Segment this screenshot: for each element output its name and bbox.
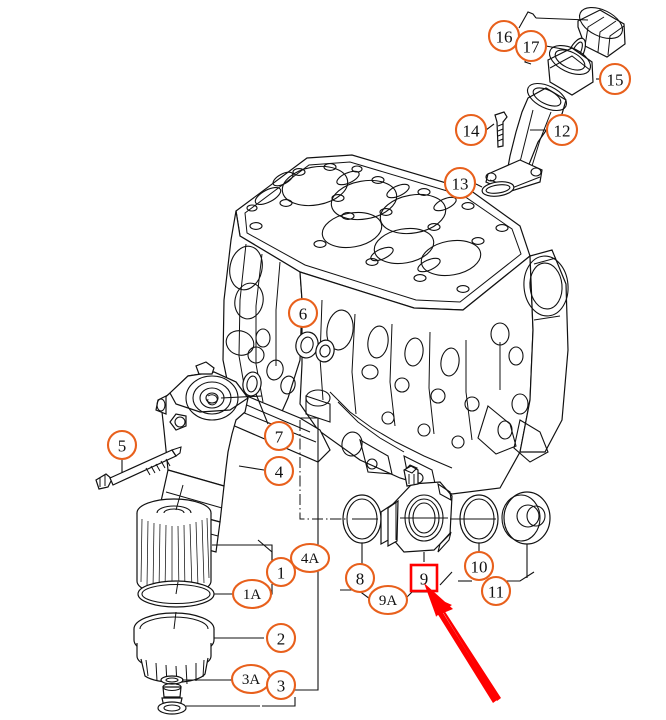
callout-4[interactable]: 4 (263, 455, 295, 487)
part-8-o-ring (342, 494, 382, 565)
callout-6[interactable]: 6 (287, 297, 319, 329)
part-2-filter-cover-cap (133, 611, 264, 686)
highlight-arrow (424, 583, 501, 703)
part-5-long-bolt (95, 446, 182, 490)
part-1A-sealing-ring (137, 580, 232, 608)
callout-3A[interactable]: 3A (230, 663, 272, 695)
callout-11[interactable]: 11 (480, 575, 512, 607)
callout-4A[interactable]: 4A (289, 542, 331, 574)
part-10-o-ring (459, 494, 499, 553)
callout-8[interactable]: 8 (344, 562, 376, 594)
part-11-cover-cap (501, 491, 551, 578)
callout-1[interactable]: 1 (265, 556, 297, 588)
callout-10[interactable]: 10 (463, 550, 495, 582)
callout-2[interactable]: 2 (265, 622, 297, 654)
callout-9A[interactable]: 9A (367, 584, 409, 616)
callout-17[interactable]: 17 (514, 29, 548, 63)
engine-cylinder-block (207, 154, 569, 495)
callout-12[interactable]: 12 (545, 113, 579, 147)
callout-14[interactable]: 14 (454, 113, 488, 147)
part-9-oil-cooler-housing (380, 464, 453, 562)
part-3A-drain-plug-seal (160, 675, 230, 685)
oil-filler-pipe-assembly (475, 7, 626, 197)
assembly-centerlines (299, 420, 496, 520)
callout-3[interactable]: 3 (265, 669, 297, 701)
callout-1A[interactable]: 1A (231, 578, 273, 610)
callout-7[interactable]: 7 (263, 420, 295, 452)
callout-5[interactable]: 5 (106, 429, 138, 461)
part-6-sealing-plug (295, 331, 335, 363)
callout-15[interactable]: 15 (598, 62, 632, 96)
callout-13[interactable]: 13 (443, 166, 477, 200)
callout-16[interactable]: 16 (487, 19, 521, 53)
callout-9-highlighted[interactable]: 9 (409, 563, 439, 593)
part-3-drain-plug (157, 682, 260, 715)
